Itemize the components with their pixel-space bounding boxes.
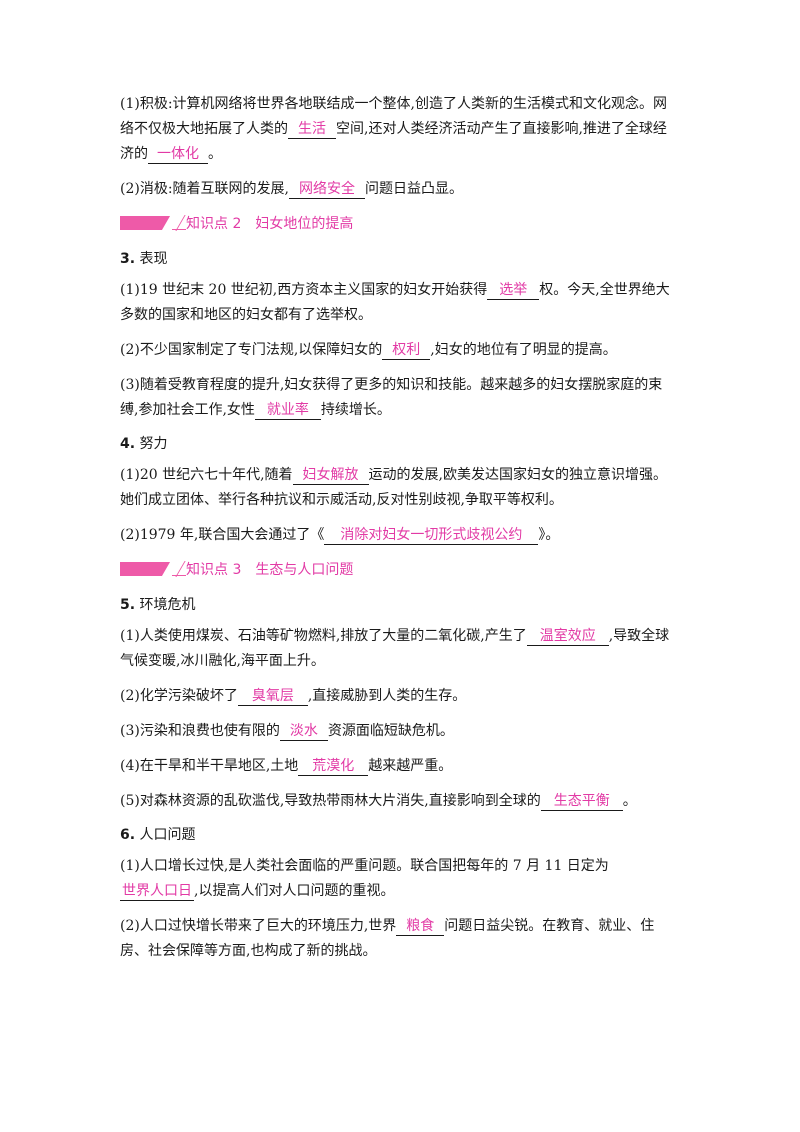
paragraph-forest: (5)对森林资源的乱砍滥伐,导致热带雨林大片消失,直接影响到全球的生态平衡。: [120, 789, 680, 814]
answer-blank: 世界人口日: [120, 883, 194, 901]
answer-blank: 一体化: [148, 145, 208, 164]
text: 空间,还对人类经济活动产生了直接影响,推进了全球经济的: [120, 121, 667, 162]
paragraph-desertification: (4)在干旱和半干旱地区,土地荒漠化越来越严重。: [120, 754, 680, 779]
text: 。: [208, 146, 222, 162]
answer-blank: 生活: [288, 120, 336, 139]
paragraph-convention: (2)1979 年,联合国大会通过了《消除对妇女一切形式歧视公约》。: [120, 523, 680, 548]
text: (1)20 世纪六七十年代,随着: [120, 467, 293, 483]
text: ,妇女的地位有了明显的提高。: [430, 342, 617, 358]
answer-blank: 权利: [382, 341, 431, 360]
text: (1)人口增长过快,是人类社会面临的严重问题。联合国把每年的 7 月 11 日定…: [120, 858, 609, 874]
section-bar-icon: [120, 215, 186, 231]
paragraph-suffrage: (1)19 世纪末 20 世纪初,西方资本主义国家的妇女开始获得选举权。今天,全…: [120, 278, 680, 328]
text: (1)19 世纪末 20 世纪初,西方资本主义国家的妇女开始获得: [120, 282, 488, 298]
subheading-3: 3. 表现: [120, 251, 168, 267]
document-page: (1)积极:计算机网络将世界各地联结成一个整体,创造了人类新的生活模式和文化观念…: [120, 92, 680, 974]
text: ,导致全球气候变暖,冰川融化,海平面上升。: [120, 628, 670, 669]
answer-blank: 粮食: [396, 917, 445, 936]
answer-blank: 淡水: [279, 722, 328, 741]
paragraph-rights: (2)不少国家制定了专门法规,以保障妇女的权利,妇女的地位有了明显的提高。: [120, 338, 680, 363]
text: 越来越严重。: [368, 758, 453, 774]
text: 。: [622, 793, 637, 809]
text: (2)化学污染破坏了: [120, 688, 238, 704]
answer-blank: 妇女解放: [292, 466, 369, 485]
text: ,以提高人们对人口问题的重视。: [194, 883, 395, 899]
text: (2)不少国家制定了专门法规,以保障妇女的: [120, 342, 383, 358]
answer-blank: 温室效应: [526, 627, 609, 646]
text: (1)积极:计算机网络将世界各地联结成一个整体,创造了人类新的生活模式和文化观念…: [120, 96, 667, 137]
answer-blank: 荒漠化: [298, 757, 369, 776]
text: (2)消极:随着互联网的发展,: [120, 181, 289, 197]
text: (1)人类使用煤炭、石油等矿物燃料,排放了大量的二氧化碳,产生了: [120, 628, 527, 644]
answer-blank: 生态平衡: [540, 792, 623, 811]
text: (3)随着受教育程度的提升,妇女获得了更多的知识和技能。越来越多的妇女摆脱家庭的…: [120, 377, 663, 418]
text: 资源面临短缺危机。: [327, 723, 454, 739]
answer-blank: 选举: [487, 281, 540, 300]
answer-blank: 消除对妇女一切形式歧视公约: [324, 526, 539, 545]
paragraph-internet-negative: (2)消极:随着互联网的发展,网络安全问题日益凸显。: [120, 177, 680, 202]
paragraph-water: (3)污染和浪费也使有限的淡水资源面临短缺危机。: [120, 719, 680, 744]
text: 问题日益尖锐。在教育、就业、住房、社会保障等方面,也构成了新的挑战。: [120, 918, 655, 959]
section-bar-icon: [120, 561, 186, 577]
text: 运动的发展,欧美发达国家妇女的独立意识增强。她们成立团体、举行各种抗议和示威活动…: [120, 467, 667, 508]
paragraph-education: (3)随着受教育程度的提升,妇女获得了更多的知识和技能。越来越多的妇女摆脱家庭的…: [120, 373, 680, 423]
subheading-5: 5. 环境危机: [120, 597, 196, 613]
answer-blank: 网络安全: [289, 180, 365, 199]
paragraph-population-day: (1)人口增长过快,是人类社会面临的严重问题。联合国把每年的 7 月 11 日定…: [120, 854, 680, 904]
answer-blank: 就业率: [254, 401, 321, 420]
subheading-4: 4. 努力: [120, 436, 168, 452]
text: 》。: [538, 527, 560, 543]
text: 权。今天,全世界绝大多数的国家和地区的妇女都有了选举权。: [120, 282, 670, 323]
text: (2)人口过快增长带来了巨大的环境压力,世界: [120, 918, 397, 934]
subheading-6: 6. 人口问题: [120, 827, 196, 843]
paragraph-greenhouse: (1)人类使用煤炭、石油等矿物燃料,排放了大量的二氧化碳,产生了温室效应,导致全…: [120, 624, 680, 674]
text: (5)对森林资源的乱砍滥伐,导致热带雨林大片消失,直接影响到全球的: [120, 793, 541, 809]
paragraph-ozone: (2)化学污染破坏了臭氧层,直接威胁到人类的生存。: [120, 684, 680, 709]
text: 持续增长。: [320, 402, 391, 418]
text: (4)在干旱和半干旱地区,土地: [120, 758, 299, 774]
text: (3)污染和浪费也使有限的: [120, 723, 280, 739]
paragraph-internet-positive: (1)积极:计算机网络将世界各地联结成一个整体,创造了人类新的生活模式和文化观念…: [120, 92, 680, 167]
answer-blank: 臭氧层: [237, 687, 308, 706]
paragraph-food: (2)人口过快增长带来了巨大的环境压力,世界粮食问题日益尖锐。在教育、就业、住房…: [120, 914, 680, 964]
paragraph-liberation: (1)20 世纪六七十年代,随着妇女解放运动的发展,欧美发达国家妇女的独立意识增…: [120, 463, 680, 513]
text: ,直接威胁到人类的生存。: [307, 688, 467, 704]
text: (2)1979 年,联合国大会通过了《: [120, 527, 325, 543]
text: 问题日益凸显。: [365, 181, 463, 197]
